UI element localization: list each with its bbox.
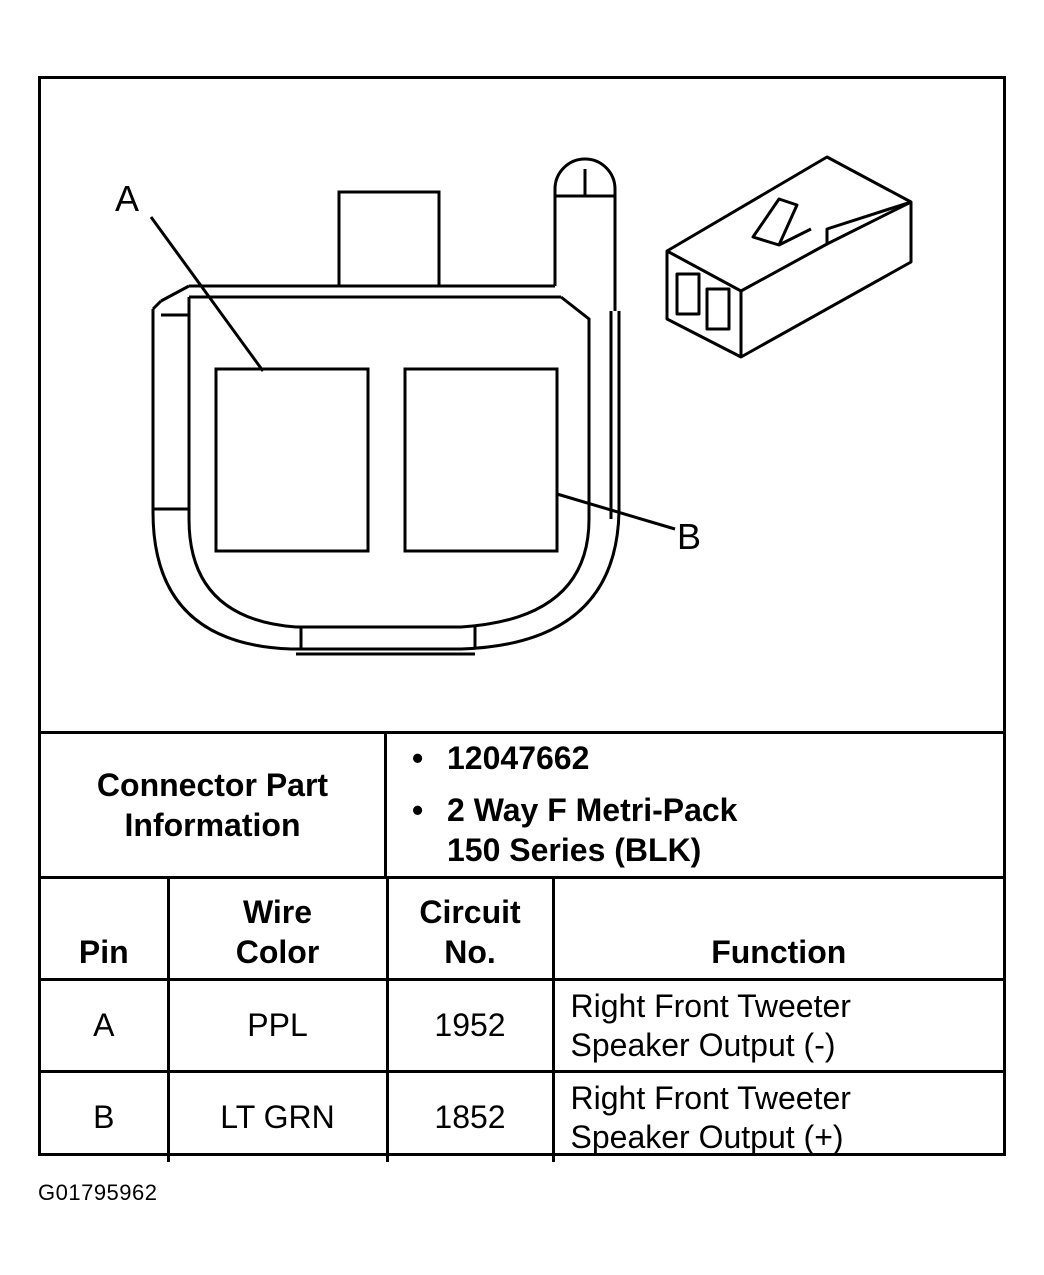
row-a-wire-color: PPL	[166, 978, 389, 1073]
header-circuit-no: Circuit No.	[385, 876, 555, 981]
cavity-b	[403, 367, 559, 553]
bullet-1: •	[412, 740, 424, 776]
description-line1: 2 Way F Metri-Pack	[447, 792, 738, 828]
info-label-line2: Information	[124, 807, 301, 843]
row-b-function: Right Front Tweeter Speaker Output (+)	[551, 1070, 1003, 1162]
table-row: B LT GRN 1852 Right Front Tweeter Speake…	[41, 1070, 1003, 1162]
part-number-item: • 12047662	[412, 738, 590, 778]
row-a-circuit: 1952	[385, 978, 555, 1073]
table-row: A PPL 1952 Right Front Tweeter Speaker O…	[41, 978, 1003, 1073]
connector-part-info-label: Connector Part Information	[41, 734, 387, 876]
row-b-pin: B	[41, 1070, 170, 1162]
part-number: 12047662	[447, 740, 590, 776]
header-wire-color: Wire Color	[166, 876, 389, 981]
connector-part-info-values: • 12047662 • 2 Way F Metri-Pack 150 Seri…	[387, 734, 1003, 876]
connector-shell	[151, 157, 621, 656]
connector-part-info-row: Connector Part Information • 12047662 • …	[41, 731, 1003, 876]
pin-table: Pin Wire Color Circuit No. Function A PP…	[41, 876, 1003, 1162]
row-a-pin: A	[41, 978, 170, 1073]
connector-face-diagram: A B	[115, 155, 913, 656]
info-label-line1: Connector Part	[96, 767, 329, 803]
description-line2: 150 Series (BLK)	[447, 832, 702, 868]
header-function: Function	[551, 876, 1003, 981]
callout-a-leader	[149, 216, 265, 372]
figure-id: G01795962	[38, 1180, 158, 1205]
row-b-circuit: 1852	[385, 1070, 555, 1162]
callout-b-leader	[556, 492, 676, 531]
row-b-wire-color: LT GRN	[166, 1070, 389, 1162]
connector-description-item: • 2 Way F Metri-Pack 150 Series (BLK)	[412, 790, 738, 870]
pin-table-header: Pin Wire Color Circuit No. Function	[41, 876, 1003, 981]
cavity-a	[214, 367, 370, 553]
bullet-2: •	[412, 792, 424, 828]
diagram-frame: A B Connector Part Information • 1204766…	[38, 76, 1006, 1162]
callout-a-label: A	[115, 178, 139, 219]
connector-iso-view	[665, 155, 913, 359]
header-pin: Pin	[41, 876, 170, 981]
row-a-function: Right Front Tweeter Speaker Output (-)	[551, 978, 1003, 1073]
callout-b-label: B	[677, 516, 701, 557]
